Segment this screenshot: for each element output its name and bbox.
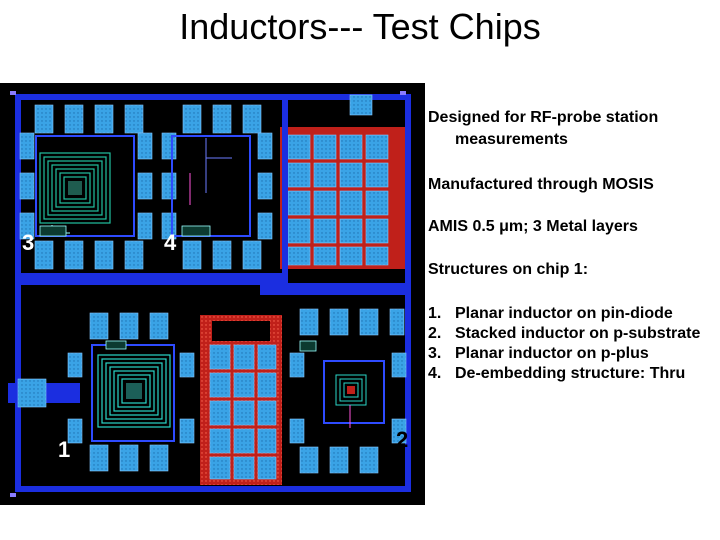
chip-label-1: 1: [58, 437, 71, 462]
list-item: 2.Stacked inductor on p-substrate: [428, 325, 701, 342]
designed-line-1: Designed for RF-probe station: [428, 109, 659, 126]
chip-label-4: 4: [164, 230, 177, 255]
manufactured-text: Manufactured through MOSIS: [428, 176, 654, 193]
structures-header: Structures on chip 1:: [428, 261, 589, 278]
chip-layout-image: [0, 83, 425, 505]
designed-line-2: measurements: [455, 131, 568, 148]
process-text: AMIS 0.5 μm; 3 Metal layers: [428, 218, 638, 235]
structures-list: 1.Planar inductor on pin-diode 2.Stacked…: [428, 304, 713, 384]
page-title: Inductors--- Test Chips: [179, 6, 541, 47]
list-item: 3.Planar inductor on p-plus: [428, 345, 649, 362]
list-item: 4.De-embedding structure: Thru: [428, 365, 686, 382]
chip-label-2: 2: [396, 427, 409, 452]
chip-label-3: 3: [22, 230, 35, 255]
list-item: 1.Planar inductor on pin-diode: [428, 305, 673, 322]
